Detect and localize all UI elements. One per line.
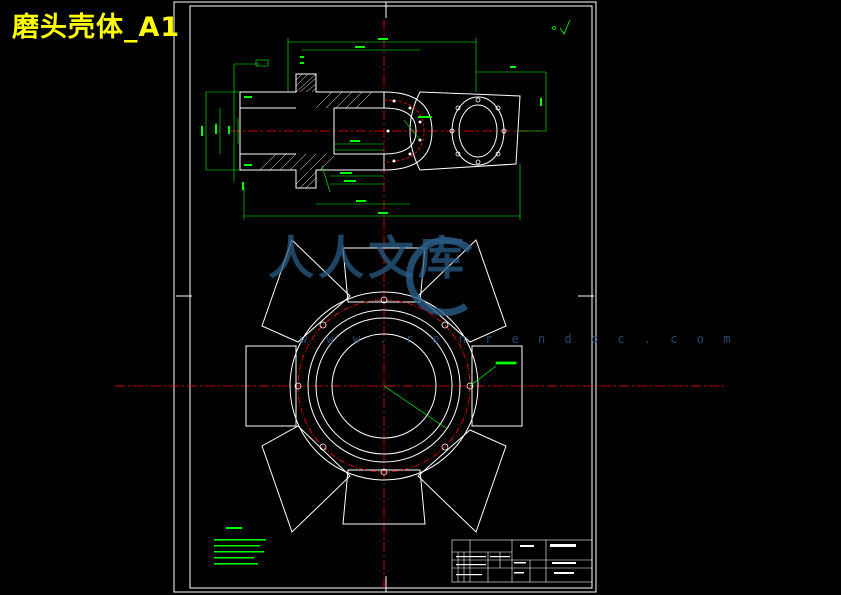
leader-line (383, 361, 517, 429)
star-housing (245, 239, 523, 533)
watermark-url: w w w . r e n r e n d o c . c o m (300, 332, 737, 346)
title-block-text (456, 544, 576, 576)
watermark-logo-icon (406, 236, 473, 316)
window-title: 磨头壳体_A1 (12, 12, 181, 43)
title-block (451, 539, 593, 583)
bolt-arc-red (383, 99, 425, 163)
section-hatching (259, 73, 373, 189)
dimension-lines (205, 38, 547, 220)
roughness-symbol (552, 19, 571, 35)
watermark-text: 人人文库 (268, 231, 468, 285)
technical-notes (214, 527, 266, 565)
centerlines (115, 20, 726, 590)
dimension-marks (201, 38, 542, 214)
sheet-frame (173, 1, 597, 593)
star-bolt-holes (294, 296, 474, 476)
bolt-holes-red (386, 99, 422, 163)
bolt-holes-top (449, 97, 507, 165)
section-view (239, 73, 521, 189)
